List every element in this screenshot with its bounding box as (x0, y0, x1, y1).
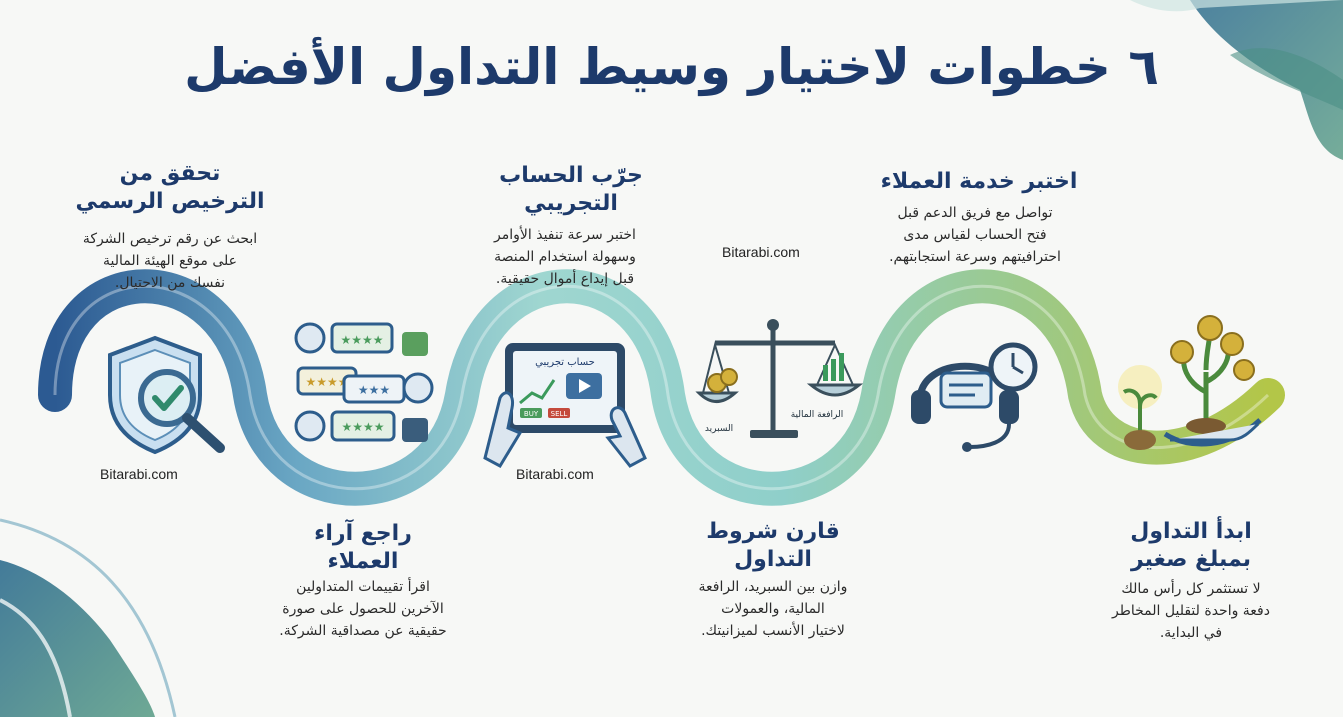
money-tree-icon (1118, 315, 1262, 450)
step-title: اختبر خدمة العملاء (880, 169, 1078, 194)
leverage-label: الرافعة المالية (791, 410, 844, 420)
customer-reviews-icon: ★★★★ ★★★★ ★★★ ★★★★ (294, 322, 434, 442)
step-title: ابدأ التداول بمبلغ صغير (1130, 519, 1252, 572)
step-description: لا تستثمر كل رأس مالك دفعة واحدة لتقليل … (1112, 581, 1270, 641)
demo-screen-label: حساب تجريبي (535, 357, 595, 368)
step-description: اختبر سرعة تنفيذ الأوامر وسهولة استخدام … (494, 227, 636, 287)
page-title: ٦ خطوات لاختيار وسيط التداول الأفضل (184, 38, 1159, 96)
step-title: قارن شروط التداول (706, 519, 840, 572)
step-title: جرّب الحساب التجريبي (499, 163, 643, 216)
tablet-trading-icon: حساب تجريبي BUY SELL (483, 343, 647, 468)
watermark: Bitarabi.com (100, 466, 178, 482)
svg-text:★★★★: ★★★★ (305, 375, 348, 389)
svg-text:★★★★: ★★★★ (340, 333, 383, 347)
spread-label: السبريد (705, 424, 733, 434)
step-title: تحقق من الترخيص الرسمي (75, 161, 265, 214)
headset-support-icon (911, 342, 1038, 452)
svg-text:★★★: ★★★ (358, 383, 390, 397)
sell-label: SELL (551, 410, 568, 418)
step-description: اقرأ تقييمات المتداولين الآخرين للحصول ع… (279, 579, 447, 639)
shield-check-icon (108, 335, 225, 455)
corner-blob-bottom-left (0, 560, 155, 717)
step-description: ابحث عن رقم ترخيص الشركة على موقع الهيئة… (82, 231, 258, 291)
buy-label: BUY (524, 410, 539, 418)
step-title: راجع آراء العملاء (314, 521, 412, 574)
svg-text:★★★★: ★★★★ (341, 420, 384, 434)
watermark: Bitarabi.com (722, 244, 800, 260)
step-description: وازن بين السبريد، الرافعة المالية، والعم… (698, 579, 848, 639)
wave-ribbon (38, 269, 1285, 506)
step-description: تواصل مع فريق الدعم قبل فتح الحساب لقياس… (889, 205, 1061, 265)
balance-scale-icon: السبريد الرافعة المالية (695, 319, 864, 438)
corner-blob-top-right (1190, 0, 1343, 160)
watermark: Bitarabi.com (516, 466, 594, 482)
